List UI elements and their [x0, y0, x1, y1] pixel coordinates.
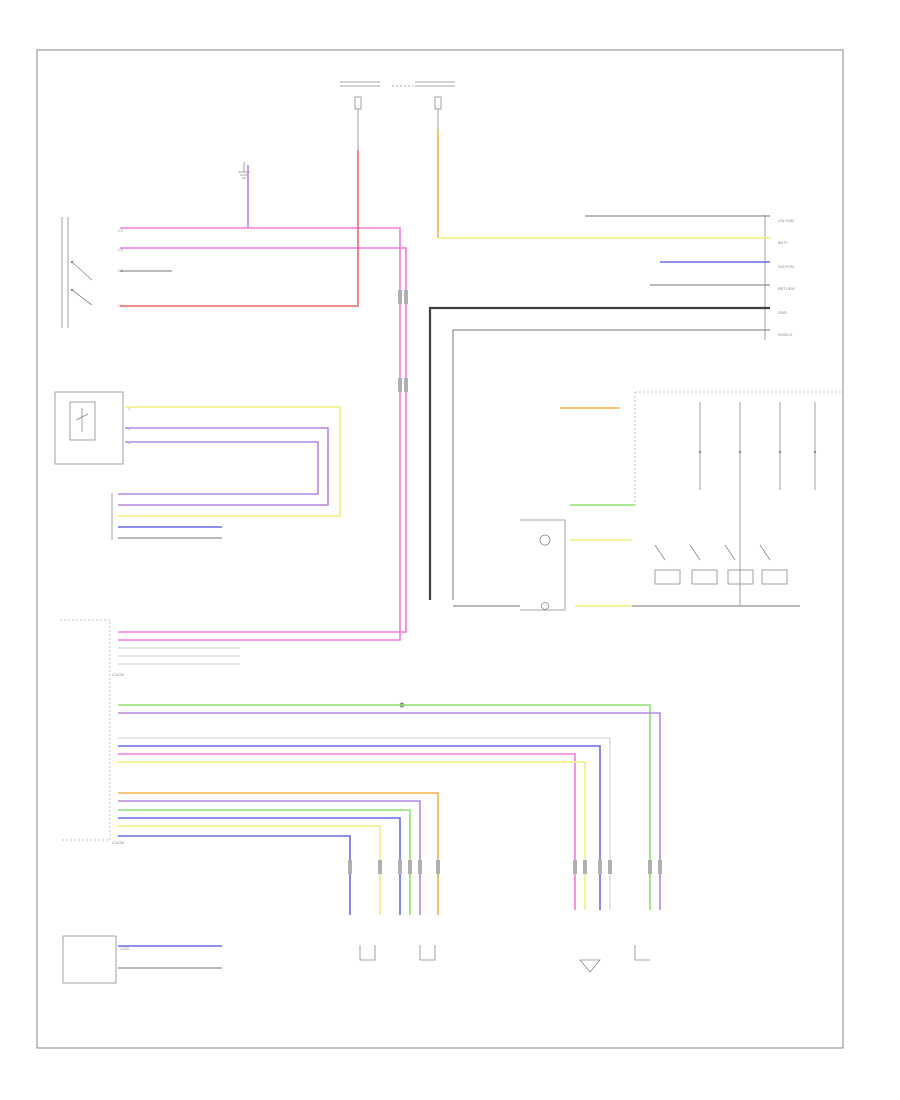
connector-pin [348, 860, 352, 874]
connector-pin [418, 860, 422, 874]
wire-trs-1 [118, 406, 341, 517]
connector-pin [404, 290, 408, 304]
instrument-panel-cluster: C220 [62, 935, 130, 984]
wire-pcm-g2 [118, 809, 411, 915]
svg-text:C220: C220 [120, 946, 130, 951]
connector-pin [658, 860, 662, 874]
svg-text:C1036: C1036 [112, 840, 125, 845]
svg-text:RETURN: RETURN [778, 286, 795, 291]
wire-layer [118, 130, 800, 969]
clockspring-connector: LIN CMD BATT SIG RTN RETURN GND SHIELD [764, 215, 795, 340]
connector-pin [378, 860, 382, 874]
svg-text:BATT: BATT [778, 240, 788, 245]
wire-pcm-v2 [118, 800, 421, 915]
connector-pin [436, 860, 440, 874]
fuse-hot-in-run [392, 81, 455, 130]
wire-trs-2 [118, 427, 329, 506]
connector-pin [398, 378, 402, 392]
connector-pin [404, 378, 408, 392]
connector-pin [573, 860, 577, 874]
svg-text:SHIELD: SHIELD [778, 332, 793, 337]
connector-pins [348, 290, 662, 874]
svg-text:C2: C2 [118, 247, 124, 252]
wire-brake-5 [120, 150, 359, 307]
connector-pin [598, 860, 602, 874]
ground-symbol [238, 162, 250, 179]
fuse-hot-at-all-times [340, 81, 380, 150]
svg-text:LIN CMD: LIN CMD [778, 218, 795, 223]
connector-pin [608, 860, 612, 874]
connector-pin [648, 860, 652, 874]
svg-text:SIG RTN: SIG RTN [778, 264, 794, 269]
steering-wheel-switch-area [520, 391, 843, 611]
wire-brake-1 [118, 227, 401, 641]
wire-pcm-b1 [118, 745, 601, 910]
diagram-border [36, 49, 844, 1049]
throttle-body [579, 945, 650, 973]
wire-pcm-p1 [118, 753, 576, 910]
svg-text:C1: C1 [118, 228, 124, 233]
transmission-range-sensor: 1 2 3 [54, 391, 131, 465]
wire-pcm-b2 [118, 817, 401, 915]
svg-text:GND: GND [778, 310, 787, 315]
connector-pin [408, 860, 412, 874]
splice [541, 602, 549, 610]
wire-pcm-g1 [118, 704, 651, 910]
powertrain-control-module: C1035 C1036 [60, 619, 125, 845]
wire-pcm-v1 [118, 712, 661, 910]
wire-pcm-y3 [118, 825, 381, 915]
wire-cs-shield [428, 306, 770, 600]
wire-cs-ret [452, 329, 770, 600]
brake-pedal-switch: C1 C2 C3 C4 [61, 217, 124, 328]
wire-brake-2 [118, 247, 407, 633]
connector-pin [583, 860, 587, 874]
wire-pcm-b3 [118, 835, 351, 915]
wire-pcm-l1 [118, 737, 611, 910]
pedal-position-sensor [359, 945, 436, 961]
wire-pcm-y2 [118, 792, 439, 915]
connector-pin [398, 290, 402, 304]
svg-text:1: 1 [128, 406, 131, 411]
connector-pin [398, 860, 402, 874]
svg-text:C1035: C1035 [112, 672, 125, 677]
wire-trs-3 [118, 441, 319, 495]
